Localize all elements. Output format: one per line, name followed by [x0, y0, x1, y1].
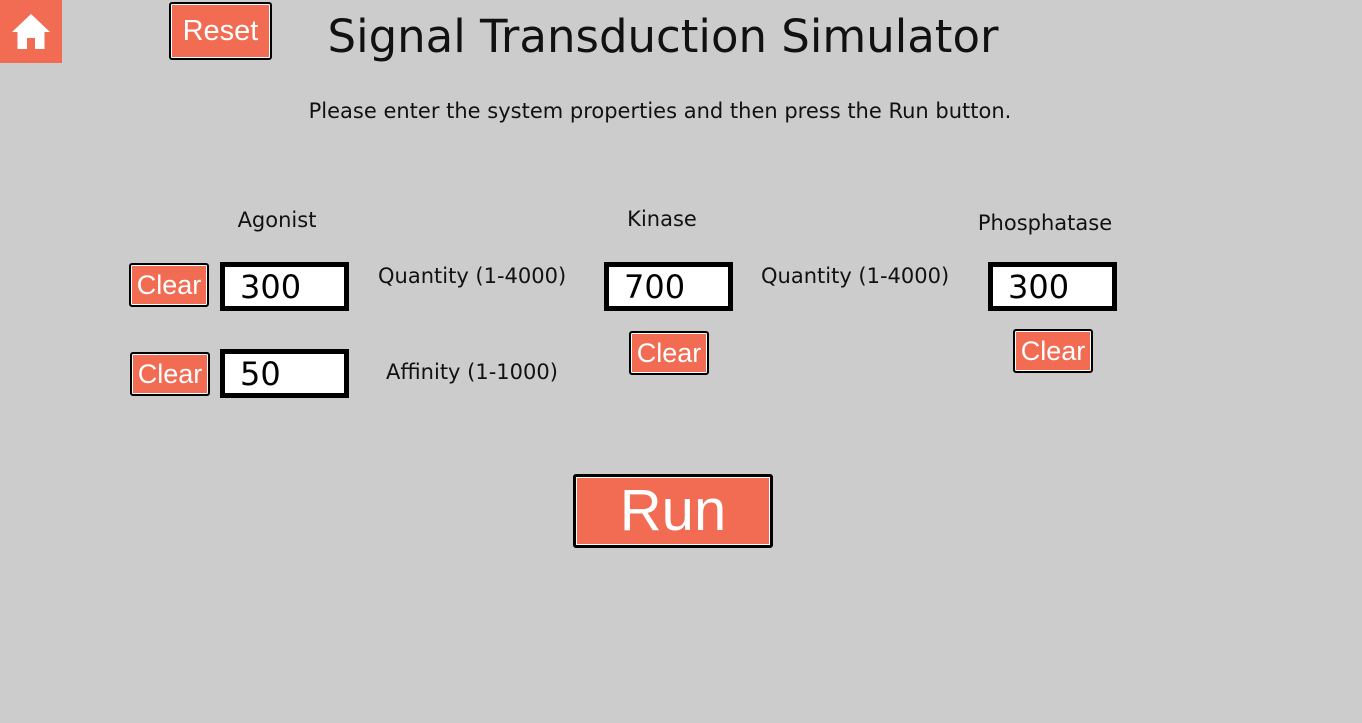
- kinase-quantity-input[interactable]: [604, 262, 733, 311]
- run-button[interactable]: Run: [573, 474, 773, 548]
- agonist-quantity-input[interactable]: [220, 262, 349, 311]
- reset-button[interactable]: Reset: [169, 2, 272, 60]
- instructions-text: Please enter the system properties and t…: [308, 99, 1012, 123]
- page-title: Signal Transduction Simulator: [327, 10, 999, 63]
- agonist-quantity-clear-button[interactable]: Clear: [129, 263, 209, 307]
- phosphatase-heading: Phosphatase: [977, 211, 1113, 235]
- agonist-quantity-label: Quantity (1-4000): [378, 264, 567, 288]
- agonist-affinity-input[interactable]: [220, 349, 349, 398]
- agonist-affinity-clear-button[interactable]: Clear: [130, 352, 210, 396]
- kinase-quantity-label: Quantity (1-4000): [761, 264, 950, 288]
- agonist-affinity-label: Affinity (1-1000): [386, 360, 558, 384]
- kinase-heading: Kinase: [627, 207, 697, 231]
- kinase-quantity-clear-button[interactable]: Clear: [629, 331, 709, 375]
- phosphatase-quantity-clear-button[interactable]: Clear: [1013, 329, 1093, 373]
- home-button[interactable]: [0, 0, 62, 63]
- phosphatase-quantity-input[interactable]: [988, 262, 1117, 311]
- agonist-heading: Agonist: [237, 208, 317, 232]
- home-icon: [12, 13, 50, 49]
